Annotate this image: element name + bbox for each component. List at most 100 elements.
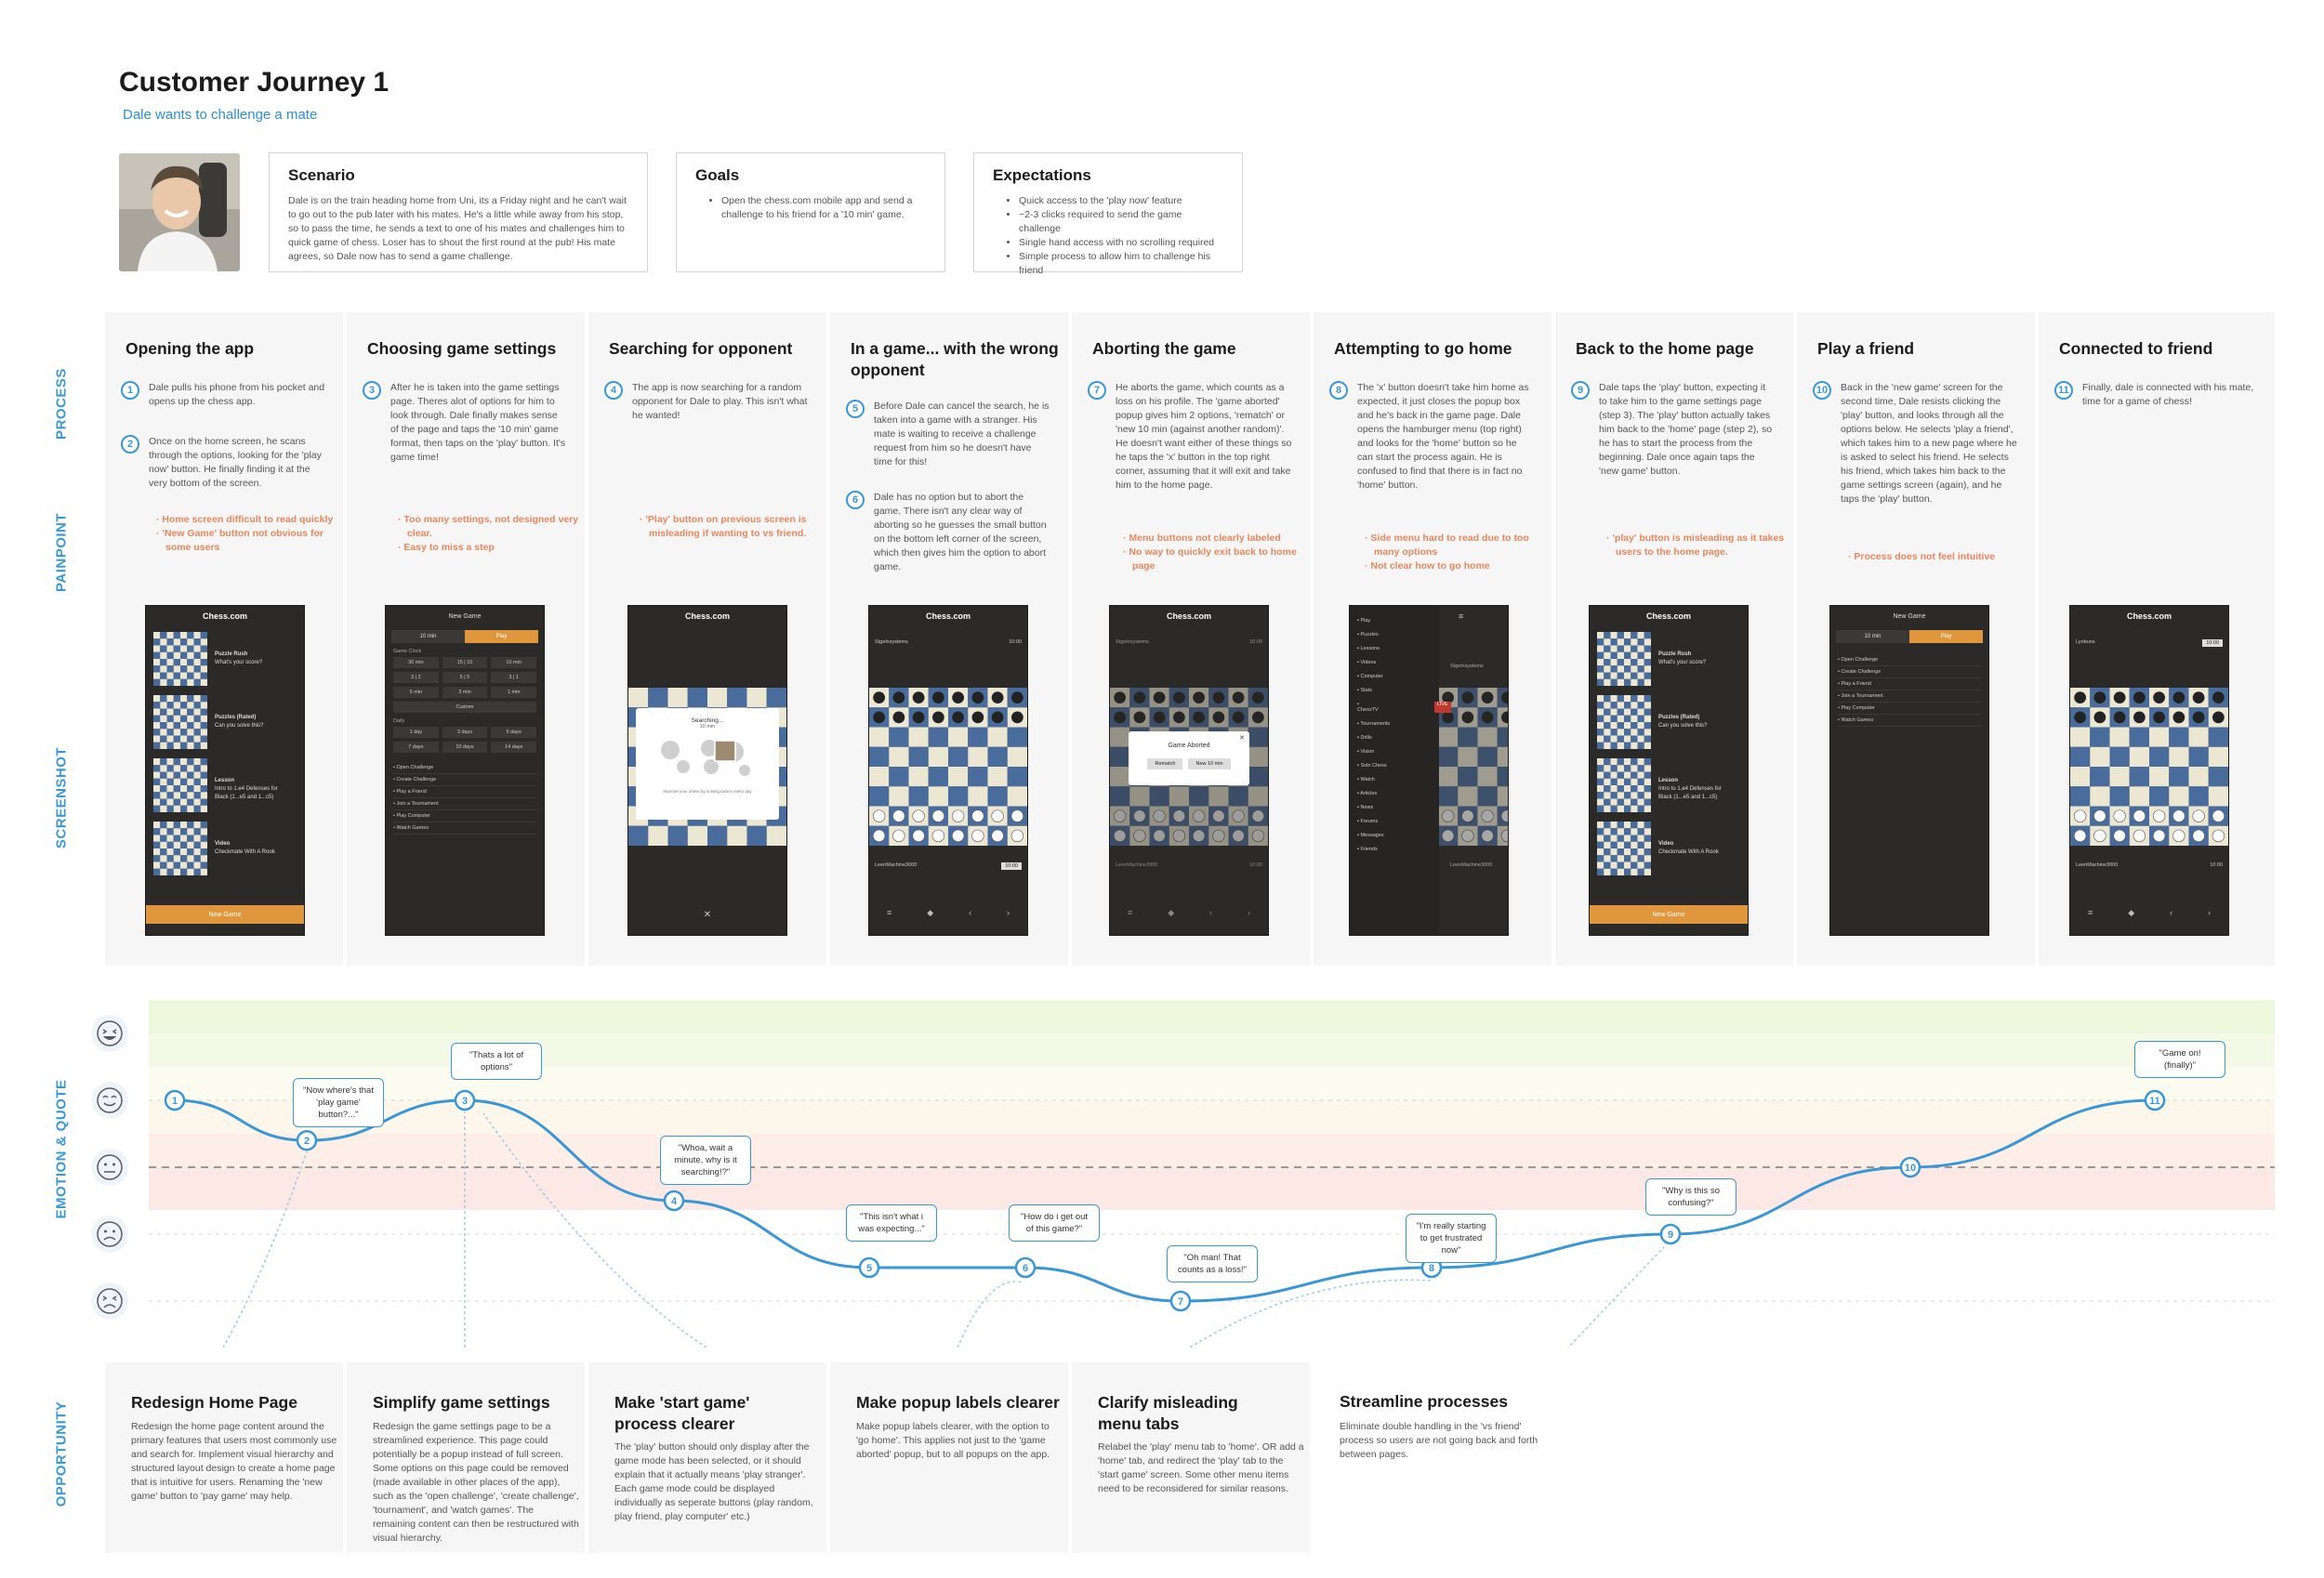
- back-icon[interactable]: ‹: [969, 908, 972, 917]
- new-game-option[interactable]: • Open Challenge: [393, 762, 536, 774]
- side-menu-item[interactable]: ▪ Computer: [1357, 673, 1383, 679]
- emotion-point: 2: [296, 1129, 318, 1151]
- painpoint-list: 'Play' button on previous screen is misl…: [640, 513, 825, 541]
- emotion-point-label: 11: [2149, 1096, 2160, 1107]
- side-menu-item[interactable]: ▪ Videos: [1357, 659, 1377, 665]
- side-menu-item[interactable]: ▪ Messages: [1357, 832, 1384, 838]
- emotion-point-label: 10: [1905, 1163, 1916, 1174]
- new-game-option[interactable]: • Open Challenge: [1838, 654, 1981, 666]
- play-button[interactable]: Play: [1909, 630, 1983, 643]
- side-menu-item[interactable]: ▪ Tournaments: [1357, 720, 1391, 727]
- step-text: The 'x' button doesn't take him home as …: [1357, 382, 1529, 491]
- new-game-option[interactable]: • Play Computer: [393, 810, 536, 822]
- player-clock: 10:00: [2210, 862, 2223, 868]
- new-game-option[interactable]: • Create Challenge: [393, 774, 536, 786]
- play-button[interactable]: Play: [465, 630, 538, 643]
- expectations-card: Expectations Quick access to the 'play n…: [973, 152, 1243, 276]
- emotion-point: 9: [1659, 1223, 1682, 1245]
- painpoint-list: Home screen difficult to read quickly 'N…: [156, 513, 342, 555]
- time-control-option[interactable]: 5 min: [393, 687, 439, 698]
- side-menu-item[interactable]: ▪ Friends: [1357, 846, 1378, 852]
- new-game-option[interactable]: • Create Challenge: [1838, 666, 1981, 678]
- painpoint-item: Too many settings, not designed very cle…: [398, 513, 584, 541]
- home-feed-item[interactable]: Puzzles (Rated)Can you solve this?: [153, 695, 297, 749]
- time-control-option[interactable]: 30 min: [393, 657, 439, 668]
- sad-face-icon: [91, 1216, 128, 1253]
- rematch-button[interactable]: Rematch: [1147, 758, 1183, 769]
- opponent-clock: 10:00: [1249, 639, 1262, 645]
- time-control-option[interactable]: 10 min: [491, 657, 537, 668]
- back-icon[interactable]: ‹: [1209, 908, 1213, 917]
- new-game-option[interactable]: • Watch Games: [1838, 715, 1981, 727]
- side-menu-item[interactable]: ▪ Puzzles: [1357, 631, 1379, 638]
- time-control-option[interactable]: 3 min: [442, 687, 488, 698]
- new-game-option[interactable]: • Watch Games: [393, 822, 536, 835]
- time-control-option[interactable]: 1 min: [491, 687, 537, 698]
- goals-card: Goals Open the chess.com mobile app and …: [676, 152, 945, 272]
- side-menu-item[interactable]: ▪ Articles: [1357, 790, 1378, 796]
- forward-icon[interactable]: ›: [1248, 908, 1251, 917]
- popup-close-icon[interactable]: ✕: [1239, 735, 1245, 742]
- side-menu-item[interactable]: ▪ Watch: [1357, 776, 1375, 782]
- side-menu-item[interactable]: ▪ Play: [1357, 617, 1371, 624]
- player-clock: 10:00: [1001, 862, 1022, 870]
- time-control-option[interactable]: 3 | 1: [491, 672, 537, 683]
- custom-button[interactable]: Custom: [393, 702, 536, 713]
- side-menu-item[interactable]: ▪ Stats: [1357, 687, 1373, 693]
- menu-icon[interactable]: ≡: [1127, 908, 1133, 917]
- side-menu-item[interactable]: ▪ Forums: [1357, 818, 1379, 824]
- close-icon[interactable]: ✕: [703, 910, 712, 920]
- emotion-point-marker: [1169, 1290, 1192, 1312]
- time-control-option[interactable]: 10 days: [442, 742, 488, 753]
- chess-board: [869, 688, 1027, 846]
- side-menu-item[interactable]: ▪ Vision: [1357, 748, 1375, 755]
- opponent-clock: 10:00: [2202, 639, 2223, 647]
- new-game-option[interactable]: • Play a Friend: [393, 786, 536, 798]
- time-control-option[interactable]: 5 | 5: [442, 672, 488, 683]
- opportunity-connector: [482, 1112, 707, 1348]
- back-icon[interactable]: ‹: [2170, 908, 2173, 917]
- chat-icon[interactable]: ◆: [2128, 908, 2135, 917]
- forward-icon[interactable]: ›: [2208, 908, 2212, 917]
- emotion-point-marker: [858, 1256, 880, 1279]
- menu-icon[interactable]: ≡: [2087, 908, 2093, 917]
- time-control-option[interactable]: 3 | 2: [393, 672, 439, 683]
- forward-icon[interactable]: ›: [1007, 908, 1010, 917]
- emotion-point-label: 4: [671, 1196, 678, 1207]
- time-select[interactable]: 10 min: [391, 630, 465, 643]
- side-menu-item[interactable]: ▪ Solo Chess: [1357, 762, 1387, 769]
- hamburger-icon[interactable]: ≡: [1459, 611, 1464, 621]
- side-menu-item[interactable]: ▪ Lessons: [1357, 645, 1380, 651]
- new-game-button[interactable]: New Game: [146, 905, 304, 924]
- new-game-option[interactable]: • Join a Tournament: [393, 798, 536, 810]
- quote-bubble: "Oh man! That counts as a loss!": [1167, 1245, 1258, 1282]
- new-game-button[interactable]: New Game: [1590, 905, 1748, 924]
- time-control-option[interactable]: 5 days: [491, 727, 537, 738]
- new-game-option[interactable]: • Play Computer: [1838, 703, 1981, 715]
- chat-icon[interactable]: ◆: [1168, 908, 1175, 917]
- time-select[interactable]: 10 min: [1836, 630, 1909, 643]
- time-control-option[interactable]: 7 days: [393, 742, 439, 753]
- new-game-option[interactable]: • Play a Friend: [1838, 678, 1981, 690]
- new-game-option[interactable]: • Join a Tournament: [1838, 690, 1981, 703]
- side-menu-item[interactable]: ▪ News: [1357, 804, 1374, 810]
- time-control-option[interactable]: 1 day: [393, 727, 439, 738]
- time-control-option[interactable]: 14 days: [491, 742, 537, 753]
- feed-sub: What's your score?: [1658, 660, 1707, 665]
- row-label-opportunity: OPPORTUNITY: [53, 1400, 70, 1507]
- chat-icon[interactable]: ◆: [927, 908, 934, 917]
- time-control-option[interactable]: 15 | 10: [442, 657, 488, 668]
- home-feed-item[interactable]: Puzzles (Rated)Can you solve this?: [1597, 695, 1740, 749]
- side-menu-item[interactable]: ▪ Drills: [1357, 734, 1372, 741]
- menu-icon[interactable]: ≡: [886, 908, 892, 917]
- time-control-option[interactable]: 3 days: [442, 727, 488, 738]
- new-10-min-button[interactable]: New 10 min: [1188, 758, 1231, 769]
